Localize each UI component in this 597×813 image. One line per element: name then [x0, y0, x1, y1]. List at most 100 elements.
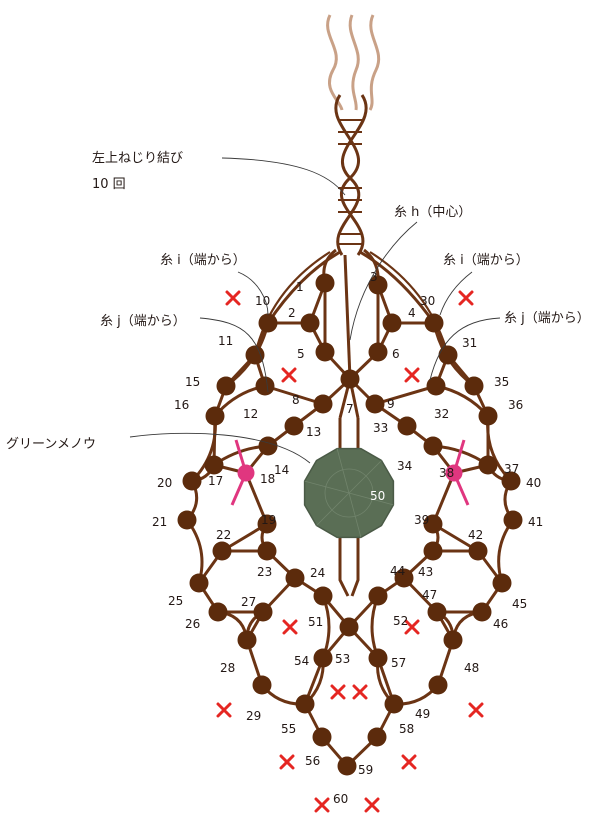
- cut-mark-10: [352, 684, 368, 700]
- bead-14: [258, 436, 278, 456]
- bead-number-45: 45: [512, 597, 527, 611]
- bead-10: [258, 313, 278, 333]
- bead-9: [365, 394, 385, 414]
- bead-53: [339, 617, 359, 637]
- leader-thread-i-right: [439, 271, 473, 316]
- label-thread-j-left: 糸 j（端から）: [100, 314, 186, 329]
- gem-facet: [348, 492, 362, 538]
- leader-lines: [129, 157, 501, 464]
- bead-number-42: 42: [468, 528, 483, 542]
- bead-number-13: 13: [306, 425, 321, 439]
- bead-number-9: 9: [387, 397, 395, 411]
- bead-29: [252, 675, 272, 695]
- label-twist-knot: 左上ねじり結び: [92, 151, 183, 166]
- bead-number-41: 41: [528, 515, 543, 529]
- bead-51: [313, 586, 333, 606]
- twist-knot-section: [326, 14, 381, 256]
- bead-number-34: 34: [397, 459, 412, 473]
- bead-49: [428, 675, 448, 695]
- twist-cord-right: [368, 14, 381, 111]
- bead-34: [423, 436, 443, 456]
- bead-number-59: 59: [358, 763, 373, 777]
- bead-11: [245, 345, 265, 365]
- gem-facet: [348, 460, 382, 494]
- bead-2: [300, 313, 320, 333]
- cut-mark-12: [401, 754, 417, 770]
- bead-5: [315, 342, 335, 362]
- cut-mark-13: [314, 797, 330, 813]
- bead-number-48: 48: [464, 661, 479, 675]
- cord-top-30: [359, 250, 436, 324]
- bead-27: [253, 602, 273, 622]
- cord-top-center: [343, 254, 352, 380]
- bead-number-19: 19: [261, 513, 276, 527]
- bead-number-18: 18: [260, 472, 275, 486]
- bead-3: [368, 275, 388, 295]
- bead-30: [424, 313, 444, 333]
- bead-6: [368, 342, 388, 362]
- bead-39: [423, 514, 443, 534]
- bead-number-43: 43: [418, 565, 433, 579]
- cord-9-32: [373, 384, 438, 406]
- label-thread-h: 糸 h（中心）: [394, 205, 471, 220]
- bead-26: [208, 602, 228, 622]
- leader-twist: [221, 157, 346, 196]
- cut-marks-layer: [216, 290, 484, 813]
- bead-4: [382, 313, 402, 333]
- bead-20: [182, 471, 202, 491]
- bead-number-29: 29: [246, 709, 261, 723]
- bead-number-38: 38: [439, 466, 454, 480]
- bead-23: [257, 541, 277, 561]
- bead-60: [337, 756, 357, 776]
- bead-44: [394, 568, 414, 588]
- cut-mark-2: [281, 367, 297, 383]
- bead-number-30: 30: [420, 294, 435, 308]
- gem-facet: [316, 492, 350, 526]
- bead-number-10: 10: [255, 294, 270, 308]
- cut-mark-6: [404, 619, 420, 635]
- bead-number-56: 56: [305, 754, 320, 768]
- bead-number-22: 22: [216, 528, 231, 542]
- bead-17: [204, 455, 224, 475]
- beads-layer: [177, 273, 523, 776]
- bead-number-20: 20: [157, 476, 172, 490]
- gem-table: [324, 468, 374, 518]
- bead-40: [501, 471, 521, 491]
- bead-number-40: 40: [526, 476, 541, 490]
- bead-36: [478, 406, 498, 426]
- gem-facet: [336, 448, 350, 494]
- label-thread-j-right: 糸 j（端から）: [504, 311, 590, 326]
- bead-number-37: 37: [504, 462, 519, 476]
- cut-mark-9: [330, 684, 346, 700]
- leader-stone: [129, 432, 311, 464]
- leader-thread-i-left: [237, 271, 269, 316]
- bead-number-44: 44: [390, 564, 405, 578]
- bead-13: [284, 416, 304, 436]
- bead-number-52: 52: [393, 614, 408, 628]
- leader-thread-j-left: [199, 317, 269, 393]
- bead-38: [445, 464, 463, 482]
- bead-57: [368, 648, 388, 668]
- bead-number-35: 35: [494, 375, 509, 389]
- bead-number-3: 3: [370, 270, 378, 284]
- bead-43: [423, 541, 443, 561]
- bead-number-8: 8: [292, 393, 300, 407]
- leader-thread-j-right: [429, 317, 501, 381]
- bead-1: [315, 273, 335, 293]
- cut-mark-8: [468, 702, 484, 718]
- bead-number-32: 32: [434, 407, 449, 421]
- green-agate-stone: 50: [303, 447, 395, 539]
- bead-number-33: 33: [373, 421, 388, 435]
- bead-number-57: 57: [391, 656, 406, 670]
- bead-number-53: 53: [335, 652, 350, 666]
- bead-32: [426, 376, 446, 396]
- cut-mark-4: [404, 367, 420, 383]
- bead-number-11: 11: [218, 334, 233, 348]
- cut-mark-3: [458, 290, 474, 306]
- cord-top-11: [253, 251, 331, 356]
- bead-number-25: 25: [168, 594, 183, 608]
- bead-7: [340, 369, 360, 389]
- bead-22: [212, 541, 232, 561]
